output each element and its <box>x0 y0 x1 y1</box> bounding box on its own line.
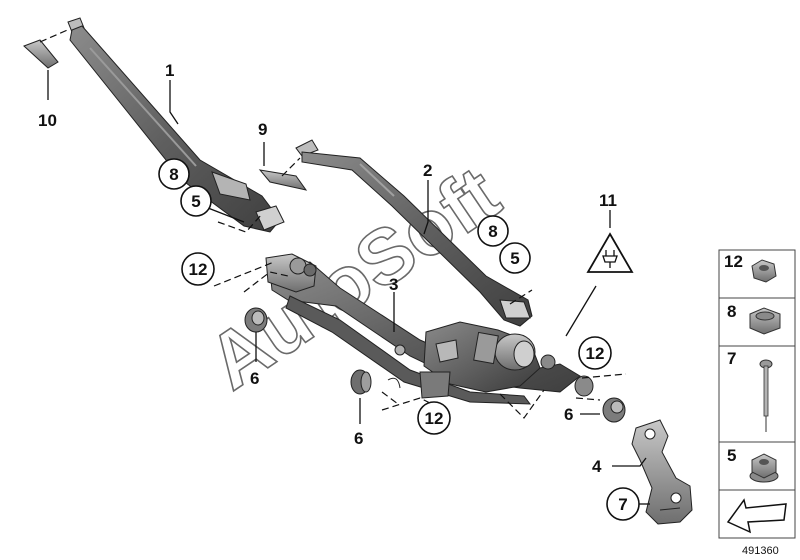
svg-text:12: 12 <box>189 260 208 279</box>
flange-nut-icon <box>749 453 779 483</box>
callout-6-center: 6 <box>354 429 363 448</box>
right-wiper-arm-part <box>301 151 533 327</box>
rubber-bush-right-part <box>574 375 626 423</box>
callout-12-right: 12 <box>578 336 612 370</box>
svg-text:8: 8 <box>169 165 178 184</box>
svg-text:11: 11 <box>599 191 617 210</box>
svg-text:6: 6 <box>250 369 259 388</box>
callout-4: 4 <box>592 457 602 476</box>
svg-text:6: 6 <box>354 429 363 448</box>
callout-10: 10 <box>38 111 57 130</box>
svg-text:8: 8 <box>727 302 736 321</box>
left-wiper-arm-part <box>69 25 285 233</box>
svg-text:12: 12 <box>724 252 743 271</box>
wiper-linkage-frame-part <box>265 253 581 405</box>
mounting-bracket-part <box>631 419 693 525</box>
svg-text:7: 7 <box>727 349 736 368</box>
svg-text:10: 10 <box>38 111 57 130</box>
dashed-guide-lines <box>213 213 627 419</box>
nut-icon <box>751 259 777 283</box>
callout-9: 9 <box>258 120 267 139</box>
callout-12-left: 12 <box>181 252 215 286</box>
legend-item-5: 5 <box>727 446 779 483</box>
svg-text:491360: 491360 <box>742 545 779 557</box>
cap-nut-icon <box>749 307 781 335</box>
svg-text:7: 7 <box>618 495 627 514</box>
reference-number: 491360 <box>742 545 779 557</box>
svg-text:3: 3 <box>389 275 398 294</box>
svg-text:12: 12 <box>586 344 605 363</box>
callout-1: 1 <box>165 61 174 80</box>
callout-2: 2 <box>423 161 432 180</box>
rubber-bush-center-part <box>350 369 401 395</box>
svg-text:9: 9 <box>258 120 267 139</box>
svg-text:5: 5 <box>191 192 200 211</box>
svg-text:12: 12 <box>425 409 444 428</box>
leader-lines <box>47 70 650 505</box>
callout-5-right: 5 <box>499 242 531 274</box>
fastener-legend: 12 8 7 5 <box>718 249 796 539</box>
second-clip-cover-part <box>258 139 319 191</box>
svg-text:1: 1 <box>165 61 174 80</box>
callout-6-right: 6 <box>564 405 573 424</box>
svg-text:6: 6 <box>564 405 573 424</box>
callout-7: 7 <box>606 487 640 521</box>
svg-text:2: 2 <box>423 161 432 180</box>
direction-arrow-icon <box>726 498 787 534</box>
legend-item-8: 8 <box>727 302 781 335</box>
callout-6-left: 6 <box>250 369 259 388</box>
callout-11: 11 <box>599 191 617 210</box>
svg-text:5: 5 <box>510 249 519 268</box>
callout-12-center: 12 <box>417 401 451 435</box>
rivet-icon <box>759 359 773 432</box>
svg-text:4: 4 <box>592 457 602 476</box>
callout-5-left: 5 <box>180 185 212 217</box>
electrical-warning-icon <box>586 232 634 273</box>
rubber-bush-left-part <box>244 307 268 333</box>
callout-8-right: 8 <box>477 215 509 247</box>
svg-text:5: 5 <box>727 446 736 465</box>
legend-item-12: 12 <box>724 252 777 283</box>
wiper-motor-part <box>419 321 541 399</box>
wiper-clip-cover-part <box>23 17 85 69</box>
svg-text:8: 8 <box>488 222 497 241</box>
callout-3: 3 <box>389 275 398 294</box>
callout-8-left: 8 <box>158 158 190 190</box>
legend-item-7: 7 <box>727 349 773 432</box>
